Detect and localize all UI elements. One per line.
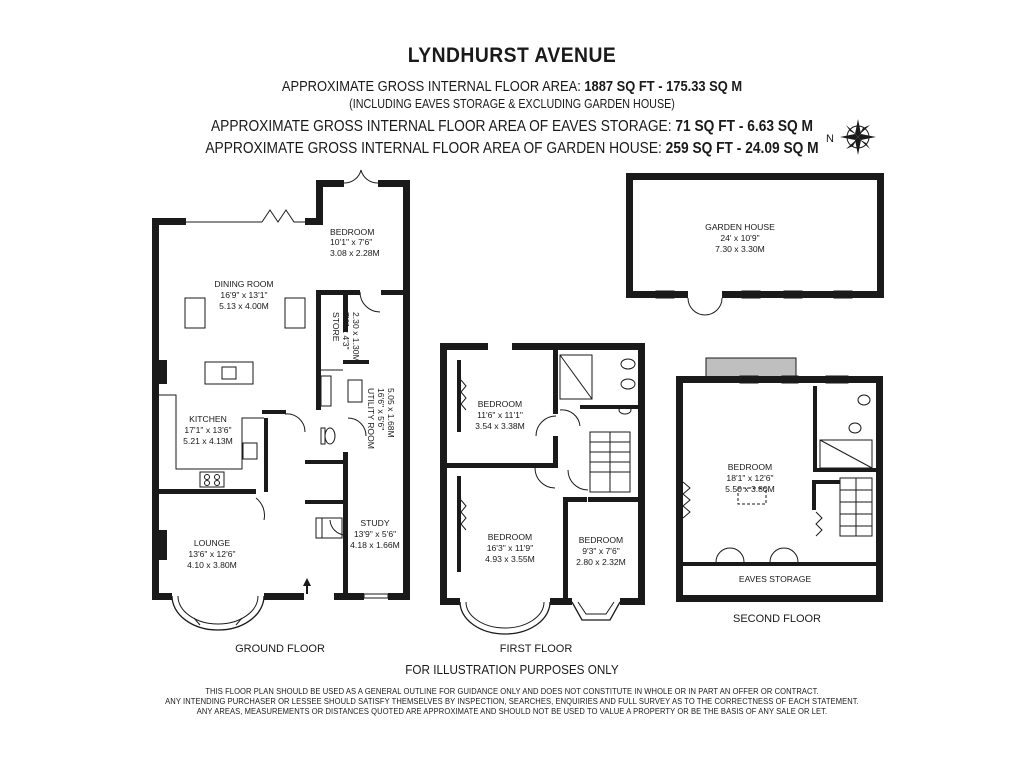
illustration-notice: FOR ILLUSTRATION PURPOSES ONLY xyxy=(405,662,619,677)
svg-text:16'6" x 5'6": 16'6" x 5'6" xyxy=(376,388,386,430)
svg-text:STUDY: STUDY xyxy=(360,518,389,528)
gross-area-label: APPROXIMATE GROSS INTERNAL FLOOR AREA: xyxy=(281,78,581,95)
second-floor-plan: BEDROOM 18'1" x 12'6" 5.50 x 3.80M EAVES… xyxy=(676,357,883,625)
svg-text:9'3" x 7'6": 9'3" x 7'6" xyxy=(582,546,620,556)
svg-text:7'6" x 4'3": 7'6" x 4'3" xyxy=(341,312,351,350)
svg-text:4.10 x 3.80M: 4.10 x 3.80M xyxy=(187,560,237,570)
svg-text:7.30 x 3.30M: 7.30 x 3.30M xyxy=(715,244,765,254)
svg-text:BEDROOM: BEDROOM xyxy=(478,399,522,409)
svg-text:4.18 x 1.66M: 4.18 x 1.66M xyxy=(350,540,400,550)
room-label-ground-bedroom: BEDROOM 10'1" x 7'6" 3.08 x 2.28M xyxy=(330,227,380,258)
ground-floor-label: GROUND FLOOR xyxy=(235,643,325,655)
svg-text:BEDROOM: BEDROOM xyxy=(579,535,623,545)
svg-text:UTILITY ROOM: UTILITY ROOM xyxy=(366,388,376,449)
svg-text:3.08 x 2.28M: 3.08 x 2.28M xyxy=(330,248,380,258)
room-label-lounge: LOUNGE 13'6" x 12'6" 4.10 x 3.80M xyxy=(187,538,237,570)
gross-area-note: (INCLUDING EAVES STORAGE & EXCLUDING GAR… xyxy=(349,97,675,111)
room-label-first-bedroom-3: BEDROOM 9'3" x 7'6" 2.80 x 2.32M xyxy=(576,535,626,567)
room-label-dining: DINING ROOM 16'9" x 13'1" 5.13 x 4.00M xyxy=(214,279,273,311)
garden-area-value: 259 SQ FT - 24.09 SQ M xyxy=(665,140,819,157)
plan-title: LYNDHURST AVENUE xyxy=(407,44,617,67)
ground-floor-plan: BEDROOM 10'1" x 7'6" 3.08 x 2.28M DINING… xyxy=(152,169,410,655)
svg-text:GARDEN HOUSE: GARDEN HOUSE xyxy=(705,222,775,232)
compass-icon: N xyxy=(826,119,876,155)
second-floor-label: SECOND FLOOR xyxy=(733,613,821,625)
room-label-garden-house: GARDEN HOUSE 24' x 10'9" 7.30 x 3.30M xyxy=(705,222,775,254)
room-label-kitchen: KITCHEN 17'1" x 13'6" 5.21 x 4.13M xyxy=(183,414,233,446)
eaves-area-value: 71 SQ FT - 6.63 SQ M xyxy=(675,118,814,135)
svg-text:17'1" x 13'6": 17'1" x 13'6" xyxy=(184,425,231,435)
svg-text:16'9" x 13'1": 16'9" x 13'1" xyxy=(220,290,267,300)
svg-text:BEDROOM: BEDROOM xyxy=(488,532,532,542)
garden-area-label: APPROXIMATE GROSS INTERNAL FLOOR AREA OF… xyxy=(205,140,662,157)
svg-text:5.50 x 3.80M: 5.50 x 3.80M xyxy=(725,484,775,494)
svg-text:24' x 10'9": 24' x 10'9" xyxy=(720,233,759,243)
svg-text:BEDROOM: BEDROOM xyxy=(330,227,374,237)
svg-text:4.93 x 3.55M: 4.93 x 3.55M xyxy=(485,554,535,564)
first-floor-plan: BEDROOM 11'6" x 11'1" 3.54 x 3.38M BEDRO… xyxy=(440,343,645,655)
svg-text:11'6" x 11'1": 11'6" x 11'1" xyxy=(477,410,523,420)
room-label-utility: UTILITY ROOM 16'6" x 5'6" 5.05 x 1.68M xyxy=(366,388,396,449)
svg-text:5.13 x 4.00M: 5.13 x 4.00M xyxy=(219,301,269,311)
svg-text:10'1" x 7'6": 10'1" x 7'6" xyxy=(330,237,372,247)
room-label-eaves-storage: EAVES STORAGE xyxy=(739,574,812,584)
svg-text:18'1" x 12'6": 18'1" x 12'6" xyxy=(726,473,773,483)
compass-north-letter: N xyxy=(826,133,834,145)
eaves-area-label: APPROXIMATE GROSS INTERNAL FLOOR AREA OF… xyxy=(210,118,672,135)
svg-text:13'6" x 12'6": 13'6" x 12'6" xyxy=(188,549,235,559)
disclaimer-line-3: ANY AREAS, MEASUREMENTS OR DISTANCES QUO… xyxy=(196,706,828,716)
svg-text:5.05 x 1.68M: 5.05 x 1.68M xyxy=(386,388,396,438)
room-label-store: STORE 7'6" x 4'3" 2.30 x 1.30M xyxy=(331,312,361,362)
svg-text:3.54 x 3.38M: 3.54 x 3.38M xyxy=(475,421,525,431)
disclaimer-line-2: ANY INTENDING PURCHASER OR LESSEE SHOULD… xyxy=(165,696,859,706)
room-label-second-bedroom: BEDROOM 18'1" x 12'6" 5.50 x 3.80M xyxy=(725,462,775,494)
gross-area-line: APPROXIMATE GROSS INTERNAL FLOOR AREA: 1… xyxy=(72,78,953,95)
garden-area-line: APPROXIMATE GROSS INTERNAL FLOOR AREA OF… xyxy=(72,140,953,158)
svg-text:13'9" x 5'6": 13'9" x 5'6" xyxy=(354,529,396,539)
room-label-study: STUDY 13'9" x 5'6" 4.18 x 1.66M xyxy=(350,518,400,550)
svg-text:2.80 x 2.32M: 2.80 x 2.32M xyxy=(576,557,626,567)
svg-text:BEDROOM: BEDROOM xyxy=(728,462,772,472)
svg-text:STORE: STORE xyxy=(331,312,341,342)
svg-text:2.30 x 1.30M: 2.30 x 1.30M xyxy=(351,312,361,362)
svg-text:DINING ROOM: DINING ROOM xyxy=(214,279,273,289)
gross-area-value: 1887 SQ FT - 175.33 SQ M xyxy=(584,78,743,95)
svg-text:16'3" x 11'9": 16'3" x 11'9" xyxy=(487,543,534,553)
garden-house-plan: GARDEN HOUSE 24' x 10'9" 7.30 x 3.30M xyxy=(626,173,884,316)
disclaimer-line-1: THIS FLOOR PLAN SHOULD BE USED AS A GENE… xyxy=(205,686,819,696)
room-label-first-bedroom-1: BEDROOM 11'6" x 11'1" 3.54 x 3.38M xyxy=(475,399,525,431)
room-label-first-bedroom-2: BEDROOM 16'3" x 11'9" 4.93 x 3.55M xyxy=(485,532,535,564)
first-floor-label: FIRST FLOOR xyxy=(500,643,573,655)
svg-text:5.21 x 4.13M: 5.21 x 4.13M xyxy=(183,436,233,446)
svg-text:KITCHEN: KITCHEN xyxy=(189,414,227,424)
eaves-area-line: APPROXIMATE GROSS INTERNAL FLOOR AREA OF… xyxy=(72,118,953,136)
svg-text:LOUNGE: LOUNGE xyxy=(194,538,231,548)
